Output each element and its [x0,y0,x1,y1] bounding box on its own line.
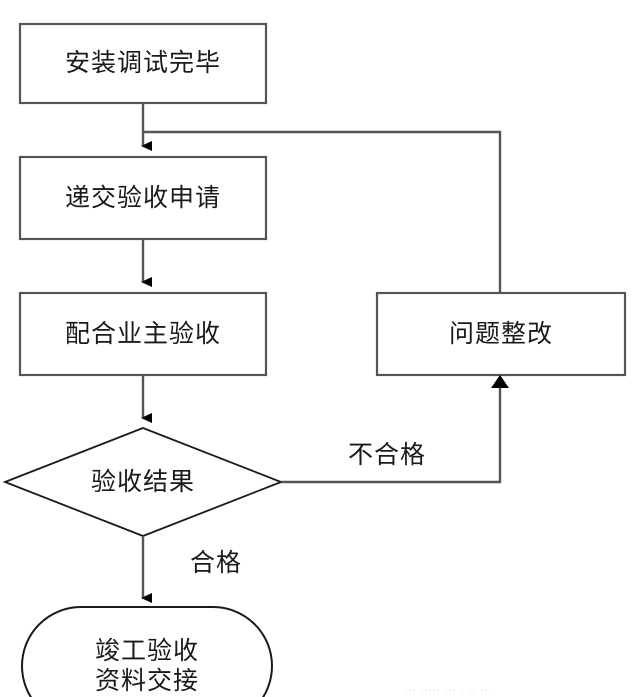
node-shape-problem-rectification[interactable] [375,291,627,377]
node-shape-cooperate-inspection[interactable] [18,291,268,377]
edge-result-fail [281,375,509,484]
watermark-caption: ··· ····· ··· · ·· ·· · [404,684,496,697]
node-shape-install-complete[interactable] [18,22,268,105]
edge-label-pass: 合格 [190,548,243,577]
edge-rectify-to-submit [143,130,502,293]
edge-label-fail: 不合格 [348,440,427,469]
node-shape-submit-application[interactable] [18,155,268,241]
node-shape-inspection-result[interactable] [2,427,284,537]
node-shape-completion-handover[interactable] [21,606,273,697]
